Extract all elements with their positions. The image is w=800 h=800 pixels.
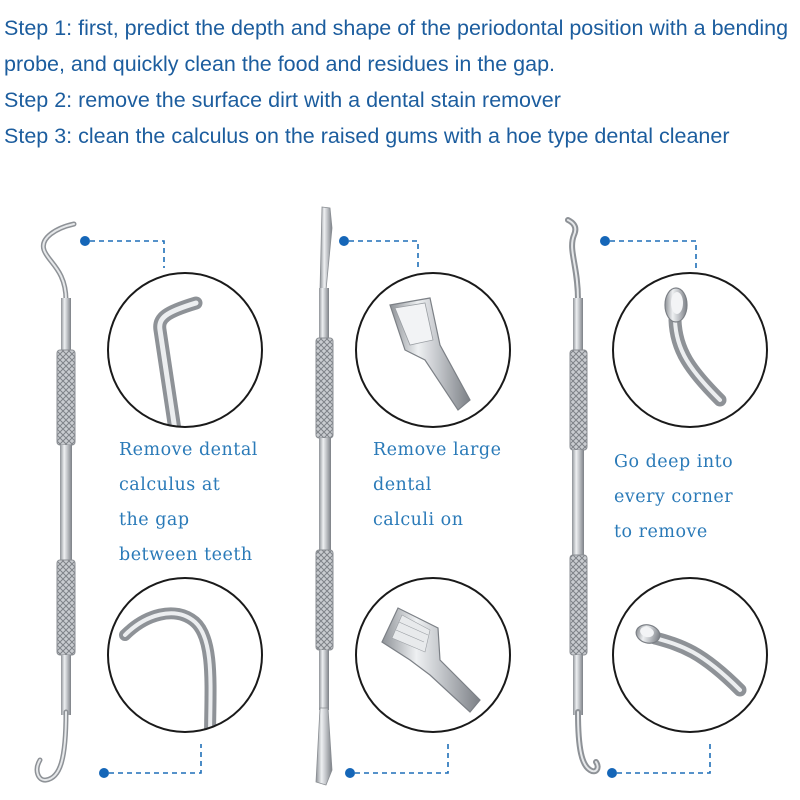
- tool-2-caption-line-1: Remove large: [373, 440, 502, 460]
- tool-3-caption-line-1: Go deep into: [614, 452, 734, 472]
- tool-2-caption-line-2: dental: [373, 475, 432, 495]
- tool-3-top-callout: [600, 236, 697, 270]
- step-3-text: Step 3: clean the calculus on the raised…: [4, 124, 730, 148]
- tool-3-caption-line-2: every corner: [614, 487, 734, 507]
- tool-1-instrument: [34, 221, 77, 783]
- tool-3-caption: Go deep into every corner to remove: [614, 445, 733, 550]
- hook-probe-icon: [107, 577, 263, 733]
- tool-2-instrument: [315, 206, 334, 786]
- flat-scraper-icon: [355, 272, 511, 428]
- tool-3-bottom-callout: [607, 744, 711, 778]
- spoon-excavator-icon: [612, 272, 768, 428]
- tool-2-bottom-callout: [345, 744, 449, 778]
- tool-1-bottom-callout: [99, 744, 202, 778]
- tool-2-top-callout: [339, 236, 419, 270]
- tool-1-caption-line-3: the gap: [119, 510, 190, 530]
- hoe-scaler-icon: [355, 577, 511, 733]
- tool-1-caption-line-2: calculus at: [119, 475, 221, 495]
- tool-1-caption-line-1: Remove dental: [119, 440, 258, 460]
- tool-2-caption-line-3: calculi on: [373, 510, 464, 530]
- step-2-text: Step 2: remove the surface dirt with a d…: [4, 88, 561, 112]
- tool-2-caption: Remove large dental calculi on: [373, 433, 501, 538]
- instruction-steps: Step 1: first, predict the depth and sha…: [4, 10, 796, 154]
- tool-1-caption-line-4: between teeth: [119, 545, 253, 565]
- tool-1-caption: Remove dental calculus at the gap betwee…: [119, 433, 258, 573]
- tool-1-top-callout: [80, 236, 165, 268]
- tool-3-caption-line-3: to remove: [614, 522, 708, 542]
- sickle-probe-icon: [107, 272, 263, 428]
- angled-spoon-icon: [612, 577, 768, 733]
- step-1-text: Step 1: first, predict the depth and sha…: [4, 16, 789, 76]
- tool-3-instrument: [565, 217, 601, 775]
